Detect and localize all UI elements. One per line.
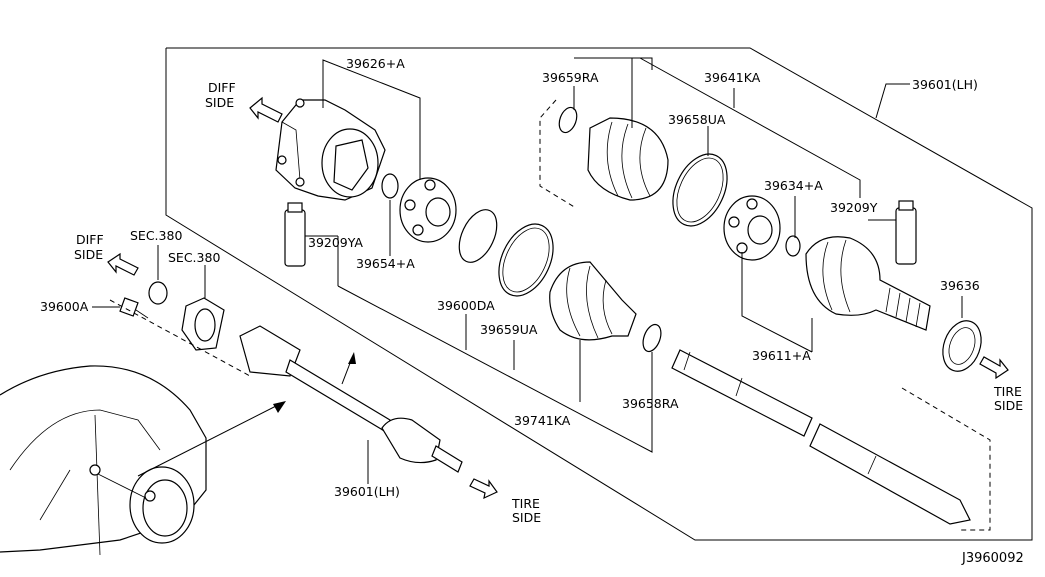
grease-tube-39209Y xyxy=(895,200,917,265)
diff-side-arrow-upper xyxy=(249,96,283,123)
diff-side-label-upper-1: DIFF xyxy=(208,80,236,95)
tripod-joint xyxy=(399,177,457,243)
tire-side-label-right-2: SIDE xyxy=(994,398,1023,413)
tire-side-label-bottom-1: TIRE xyxy=(511,496,540,511)
inner-boot xyxy=(549,261,637,341)
small-band-39659RA xyxy=(558,106,578,134)
part-label-39601LH-top: 39601(LH) xyxy=(912,77,978,92)
diff-side-label-lower-1: DIFF xyxy=(76,232,104,247)
part-label-39601LH-bottom: 39601(LH) xyxy=(334,484,400,499)
part-label-39209Y: 39209Y xyxy=(830,200,878,215)
part-label-39626A: 39626+A xyxy=(346,56,405,71)
diff-side-arrow-lower xyxy=(107,252,139,276)
part-label-39611A: 39611+A xyxy=(752,348,811,363)
part-label-39658RA: 39658RA xyxy=(622,396,679,411)
part-label-39641KA: 39641KA xyxy=(704,70,761,85)
part-number-labels: 39626+A 39659RA 39641KA 39601(LH) 39658U… xyxy=(40,56,980,499)
dashed-subassembly-frames xyxy=(539,99,991,531)
part-label-39600A: 39600A xyxy=(40,299,89,314)
side-flange xyxy=(181,297,225,351)
inner-joint-housing xyxy=(275,98,386,201)
part-label-39741KA: 39741KA xyxy=(514,413,571,428)
boot-band-39658UA xyxy=(672,153,728,227)
boot-band-39659UA xyxy=(498,223,554,297)
bolt-39600A xyxy=(119,297,149,319)
grease-tube-39209YA xyxy=(284,202,306,267)
tire-side-arrow-bottom xyxy=(469,478,498,500)
snap-ring-39634 xyxy=(785,235,801,257)
part-label-39654A: 39654+A xyxy=(356,256,415,271)
section-ref-label-2: SEC.380 xyxy=(168,250,220,265)
seal-sec380 xyxy=(148,281,168,305)
ring-39600DA xyxy=(458,209,498,263)
tire-side-label-right-1: TIRE xyxy=(993,384,1022,399)
assembled-drive-shaft xyxy=(239,325,463,473)
diff-side-label-upper-2: SIDE xyxy=(205,95,234,110)
tire-side-arrow-right xyxy=(979,356,1009,380)
small-band-39658RA xyxy=(642,323,662,353)
part-label-39600DA: 39600DA xyxy=(437,298,495,313)
part-label-39659UA: 39659UA xyxy=(480,322,538,337)
part-label-39209YA: 39209YA xyxy=(308,235,363,250)
tire-side-label-bottom-2: SIDE xyxy=(512,510,541,525)
part-label-39634A: 39634+A xyxy=(764,178,823,193)
outer-ball-joint xyxy=(723,195,781,261)
location-pointer-arrow xyxy=(137,401,286,477)
leader-lines xyxy=(92,57,963,484)
ring-39636 xyxy=(942,320,982,372)
snap-ring-39654 xyxy=(381,173,399,199)
section-ref-labels: SEC.380 SEC.380 xyxy=(130,228,220,265)
part-label-39636: 39636 xyxy=(940,278,980,293)
direction-labels: DIFF SIDE DIFF SIDE TIRE SIDE TIRE SIDE xyxy=(74,80,1023,525)
outer-boot xyxy=(587,117,669,201)
part-label-39659RA: 39659RA xyxy=(542,70,599,85)
intermediate-shaft xyxy=(671,349,971,525)
install-direction-arrow xyxy=(341,352,356,385)
vehicle-outline xyxy=(0,365,207,556)
part-label-39658UA: 39658UA xyxy=(668,112,726,127)
section-ref-label-1: SEC.380 xyxy=(130,228,182,243)
diff-side-label-lower-2: SIDE xyxy=(74,247,103,262)
outer-joint-housing xyxy=(805,236,931,331)
exploded-view-frame xyxy=(165,47,1033,541)
diagram-code: J3960092 xyxy=(961,551,1024,566)
